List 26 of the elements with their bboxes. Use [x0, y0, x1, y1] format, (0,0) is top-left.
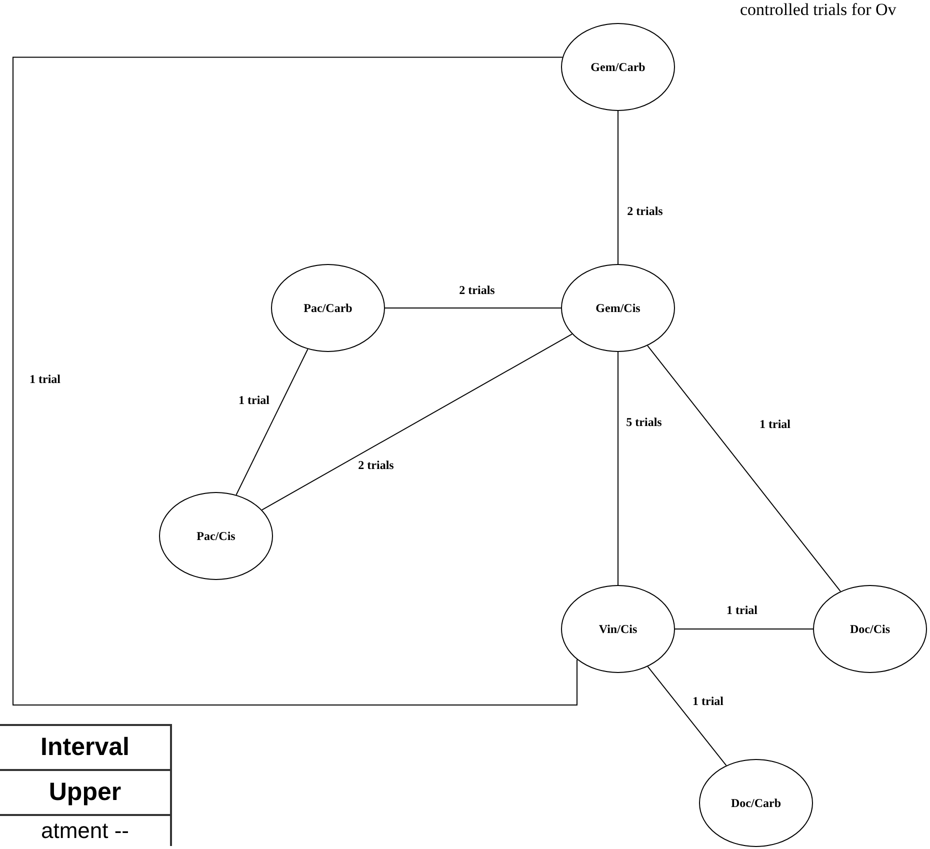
table-cell-text: atment --	[40, 817, 130, 845]
treatment-ellipse: Gem/Cis	[561, 264, 675, 352]
edge-label: 1 trial	[690, 695, 726, 707]
heading-text: controlled trials for Ov	[740, 1, 896, 18]
connector-line	[261, 334, 573, 510]
connector-line	[12, 56, 578, 706]
edge-label: 1 trial	[236, 394, 272, 406]
treatment-ellipse: Pac/Cis	[159, 492, 273, 580]
connector-line	[236, 348, 308, 496]
treatment-ellipse: Doc/Cis	[813, 585, 927, 673]
treatment-ellipse: Vin/Cis	[561, 585, 675, 673]
connector-line	[674, 628, 814, 630]
connector-line	[647, 666, 727, 766]
edge-label: 1 trial	[724, 604, 760, 616]
edge-label: 5 trials	[624, 416, 664, 428]
edge-label: 1 trial	[758, 418, 792, 430]
edge-label: 2 trials	[457, 284, 497, 296]
treatment-ellipse: Pac/Carb	[271, 264, 385, 352]
connector-line	[647, 345, 841, 592]
treatment-ellipse: Doc/Carb	[699, 759, 813, 847]
edge-label: 2 trials	[356, 459, 396, 471]
edge-label: 2 trials	[625, 205, 665, 217]
edge-label: 1 trial	[28, 373, 62, 385]
table-cell: Interval	[0, 726, 170, 771]
table-cell: Upper	[0, 771, 170, 816]
treatment-ellipse: Gem/Carb	[561, 23, 675, 111]
